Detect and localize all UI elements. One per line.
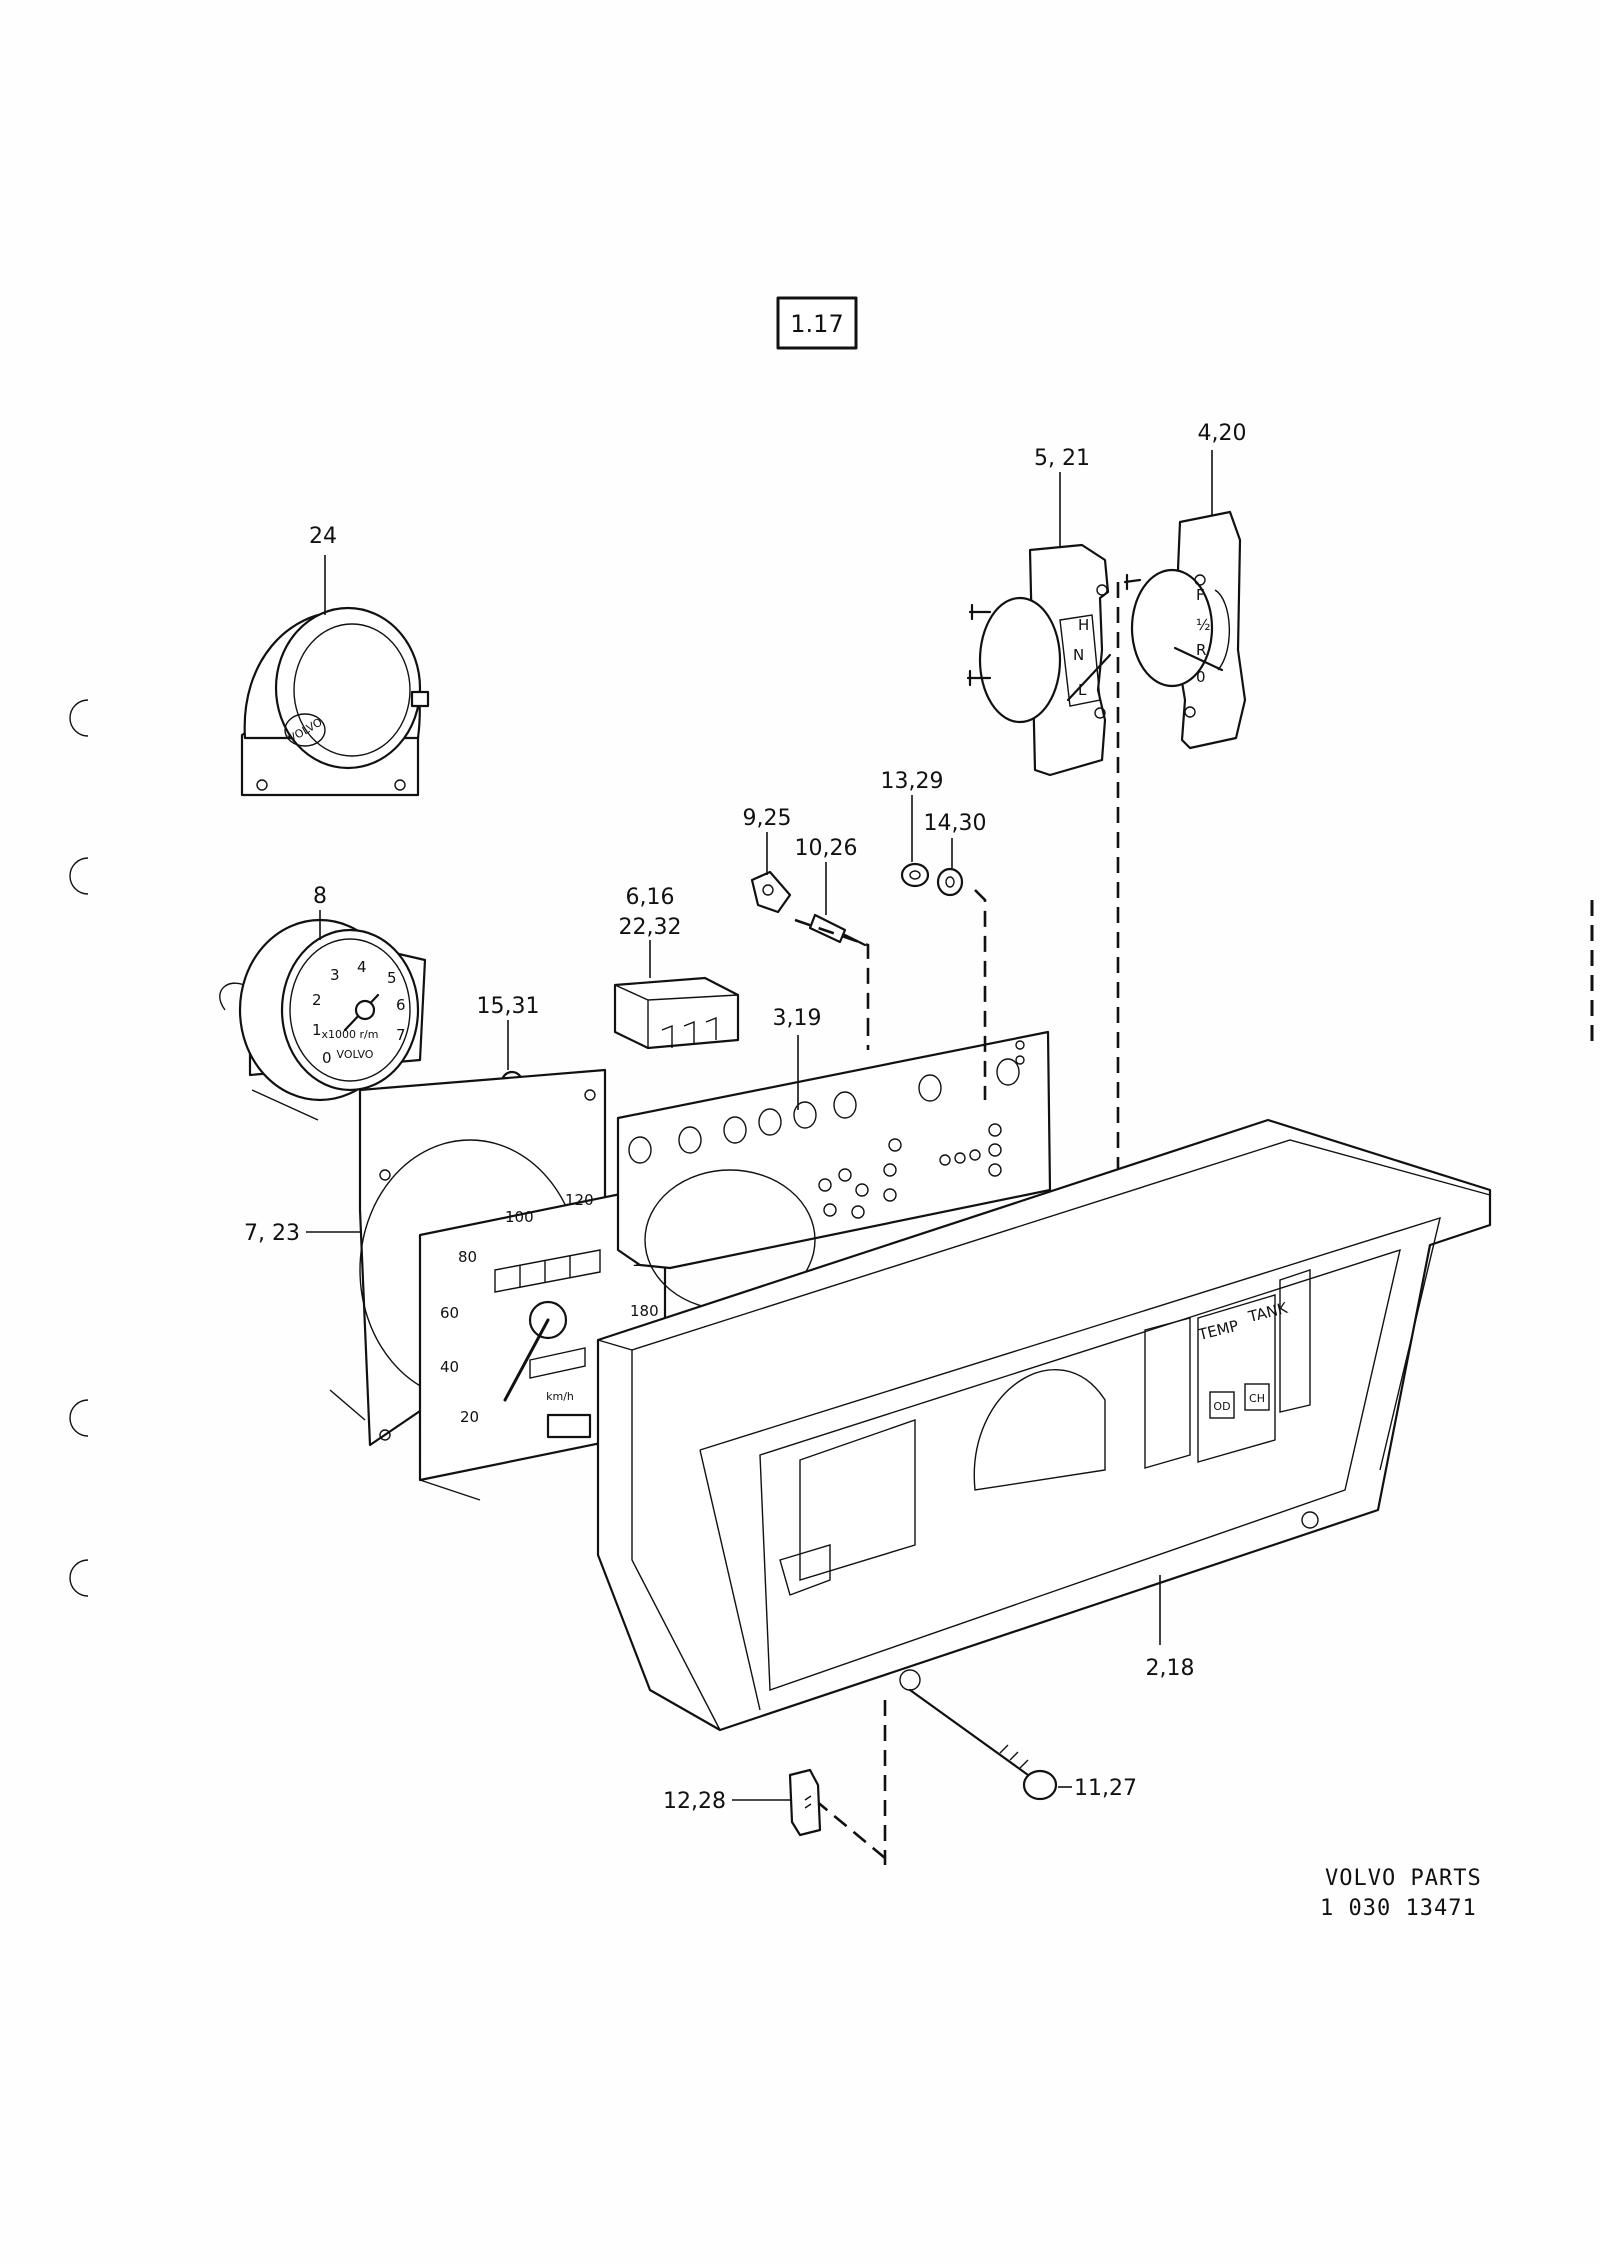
callout-3-19: 3,19 (773, 1006, 822, 1031)
speedo-tick-80: 80 (458, 1248, 477, 1266)
callout-6-16: 6,16 (626, 885, 675, 910)
part-3-19-circuit-board (616, 1030, 1052, 1311)
tacho-tick-1: 1 (312, 1021, 322, 1039)
callout-5-21: 5, 21 (1034, 446, 1090, 471)
temp-mark-n: N (1073, 646, 1084, 664)
tacho-tick-0: 0 (322, 1049, 332, 1067)
callout-11-27: 11,27 (1074, 1776, 1137, 1801)
footer: VOLVO PARTS 1 030 13471 (1320, 1866, 1482, 1921)
speedo-tick-40: 40 (440, 1358, 459, 1376)
temp-mark-h: H (1078, 616, 1089, 634)
tacho-tick-4: 4 (357, 958, 367, 976)
assembly-lines (794, 582, 1120, 1865)
tacho-tick-2: 2 (312, 991, 322, 1009)
callout-14-30: 14,30 (924, 811, 987, 836)
part-12-28-clip (788, 1768, 822, 1837)
speedo-tick-100: 100 (505, 1208, 534, 1226)
temp-mark-l: L (1078, 681, 1087, 699)
fuel-mark-half: ½ (1196, 616, 1211, 634)
speedo-tick-20: 20 (460, 1408, 479, 1426)
part-24-lamp-housing: VOLVO (240, 606, 430, 797)
tacho-scale: x1000 r/m (322, 1028, 379, 1041)
callout-13-29: 13,29 (881, 769, 944, 794)
speedo-tick-120: 120 (565, 1191, 594, 1209)
callout-2-18: 2,18 (1146, 1656, 1195, 1681)
part-5-21-temp-gauge: H N L (966, 543, 1112, 777)
callout-7-23: 7, 23 (244, 1221, 300, 1246)
tacho-tick-7: 7 (396, 1026, 406, 1044)
speedo-tick-60: 60 (440, 1304, 459, 1322)
footer-brand: VOLVO PARTS (1325, 1866, 1482, 1891)
tacho-ticks: 0 1 2 3 4 5 6 7 (312, 958, 406, 1067)
part-6-16-22-32-connector (613, 976, 740, 1050)
speedo-tick-180: 180 (630, 1302, 659, 1320)
callout-15-31: 15,31 (477, 994, 540, 1019)
footer-part-number: 1 030 13471 (1320, 1896, 1477, 1921)
binder-holes (69, 699, 89, 1597)
tacho-tick-3: 3 (330, 966, 340, 984)
fuel-mark-f: F (1196, 586, 1205, 604)
part-9-25-bulb-holder (750, 870, 792, 914)
part-13-29-nut (900, 862, 930, 888)
part-11-27-screw (908, 1688, 1058, 1801)
part-2-18-cluster-housing: TEMP TANK OD CH (596, 1118, 1492, 1732)
indicator-od: OD (1213, 1400, 1230, 1413)
callout-4-20: 4,20 (1198, 421, 1247, 446)
part-4-20-fuel-gauge: F ½ R 0 (1123, 510, 1247, 750)
part-14-30-washer (936, 867, 964, 897)
indicator-ch: CH (1249, 1392, 1265, 1405)
callout-22-32: 22,32 (619, 915, 682, 940)
callout-10-26: 10,26 (795, 836, 858, 861)
callout-12-28: 12,28 (663, 1789, 726, 1814)
callout-9-25: 9,25 (743, 806, 792, 831)
board-contacts (818, 1040, 1025, 1219)
tacho-tick-5: 5 (387, 969, 397, 987)
speedo-unit: km/h (546, 1390, 574, 1403)
section-number: 1.17 (790, 310, 843, 338)
fuel-mark-r: R (1196, 641, 1206, 659)
tacho-tick-6: 6 (396, 996, 406, 1014)
fuel-mark-0: 0 (1196, 668, 1206, 686)
section-box: 1.17 (776, 296, 858, 350)
tacho-logo: VOLVO (337, 1048, 374, 1061)
callout-8: 8 (313, 884, 327, 909)
callout-24: 24 (309, 524, 337, 549)
